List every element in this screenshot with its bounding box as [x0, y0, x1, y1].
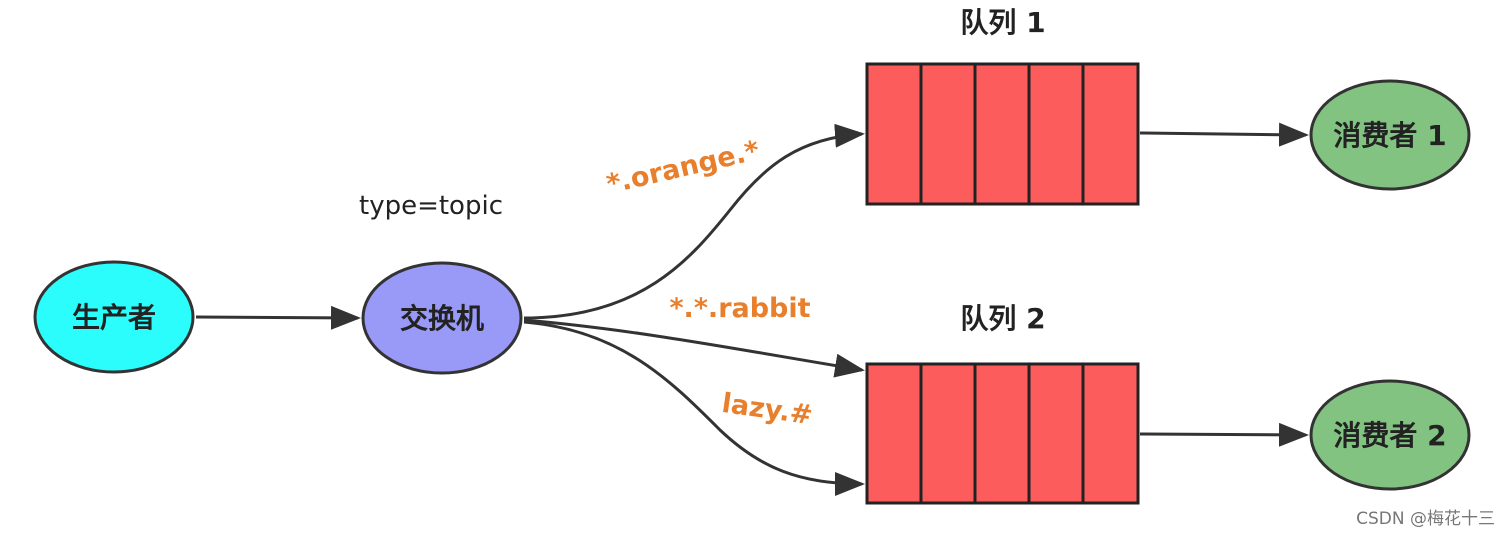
- consumer1-ellipse: [1309, 79, 1471, 191]
- routing-key-orange: *.orange.*: [604, 135, 763, 200]
- queue2-cell-3: [973, 362, 1031, 505]
- queue1-cell-4: [1027, 62, 1085, 206]
- producer-label: 生产者: [72, 301, 156, 334]
- queue2: [865, 362, 1140, 505]
- queue2-cell-5: [1081, 362, 1140, 505]
- exchange-label: 交换机: [400, 302, 484, 335]
- queue1-title: 队列 1: [960, 6, 1045, 39]
- edge-queue1-to-consumer1: [1139, 122, 1309, 147]
- exchange-type-label: type=topic: [359, 191, 503, 221]
- routing-key-lazy: lazy.#: [720, 388, 815, 431]
- exchange-node: 交换机: [361, 261, 523, 375]
- queue2-cell-4: [1027, 362, 1085, 505]
- edge-exchange-to-queue2-lazy: [523, 320, 865, 496]
- queue1-cell-5: [1081, 62, 1140, 206]
- edge-queue2-to-consumer2: [1139, 422, 1309, 447]
- routing-key-rabbit: *.*.rabbit: [669, 293, 810, 324]
- consumer2-ellipse: [1309, 379, 1471, 491]
- edge-producer-to-exchange: [195, 305, 361, 330]
- producer-ellipse: [33, 260, 195, 374]
- edge-exchange-to-queue1: [523, 123, 865, 320]
- queue1-cell-1: [865, 62, 923, 206]
- queue2-cell-1: [865, 362, 923, 505]
- producer-node: 生产者: [33, 260, 195, 374]
- exchange-ellipse: [361, 261, 523, 375]
- consumer1-label: 消费者 1: [1333, 119, 1446, 152]
- queue2-title: 队列 2: [960, 302, 1045, 335]
- consumer2-label: 消费者 2: [1333, 419, 1446, 452]
- queue1: [865, 62, 1140, 206]
- edge-exchange-to-queue2-rabbit: [523, 318, 865, 378]
- queue1-cell-2: [919, 62, 977, 206]
- consumer1-node: 消费者 1: [1309, 79, 1471, 191]
- consumer2-node: 消费者 2: [1309, 379, 1471, 491]
- queue2-cell-2: [919, 362, 977, 505]
- watermark-text: CSDN @梅花十三: [1356, 509, 1495, 529]
- queue1-cell-3: [973, 62, 1031, 206]
